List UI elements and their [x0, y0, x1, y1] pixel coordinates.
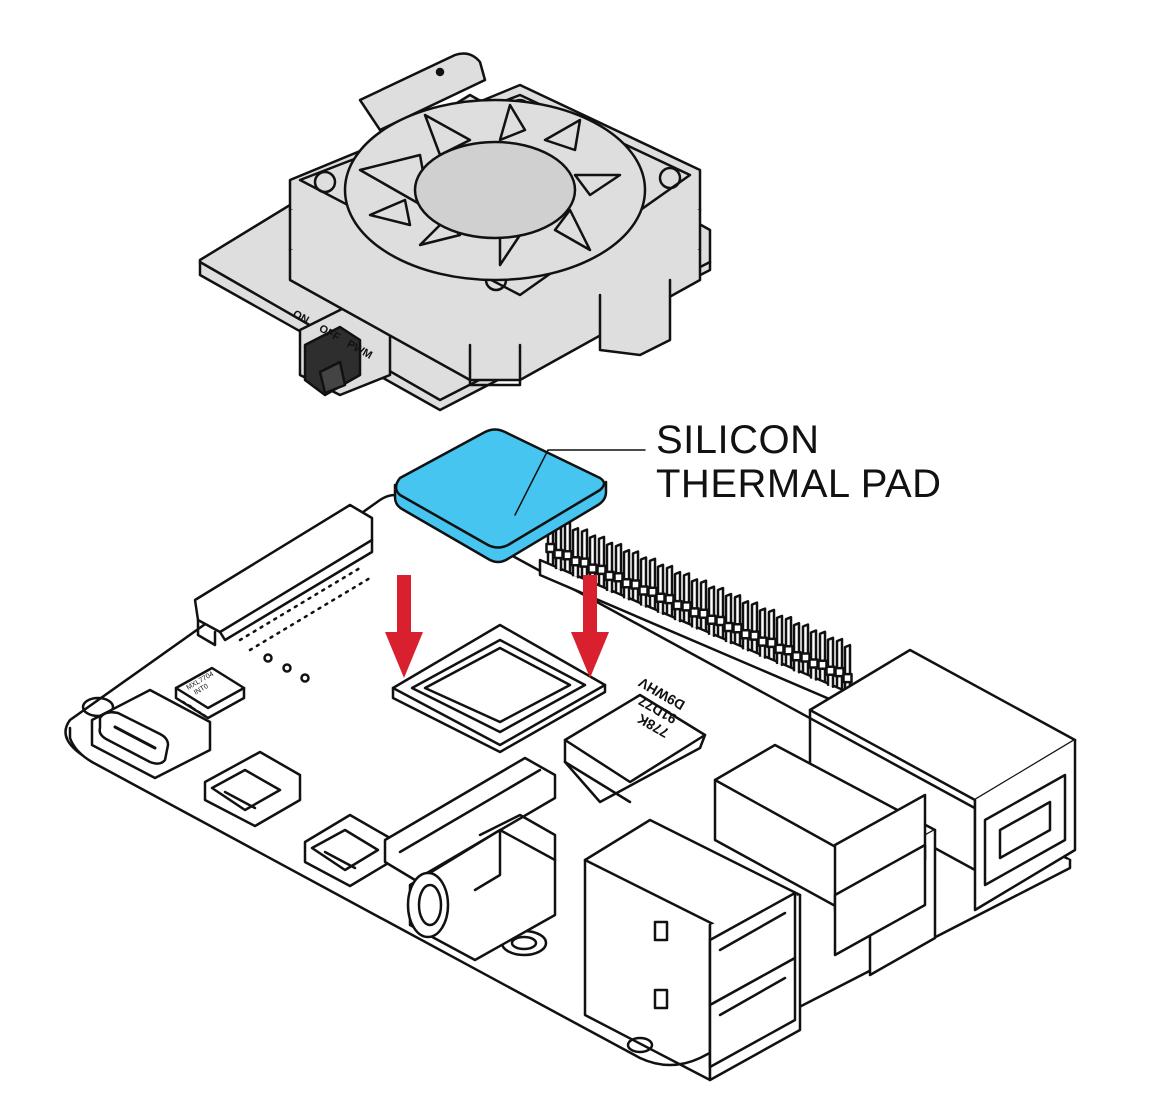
gpio-pin-collar [800, 652, 811, 663]
gpio-pin-collar [791, 650, 802, 662]
gpio-pin-collar [553, 548, 564, 560]
gpio-pin [648, 557, 657, 610]
gpio-pin [665, 564, 674, 617]
gpio-pin-collar [706, 614, 717, 625]
gpio-pin-collar [817, 659, 828, 671]
gpio-pin-collar [545, 542, 556, 554]
gpio-pin-collar [808, 658, 819, 669]
gpio-pin-collar [766, 637, 777, 649]
gpio-pin-collar [638, 585, 649, 596]
micro-hdmi-port [303, 813, 392, 888]
micro-hdmi-port [203, 750, 302, 828]
gpio-pin [818, 630, 827, 683]
gpio-pin-collar [757, 636, 768, 647]
gpio-pin-collar [672, 599, 683, 611]
gpio-pin-collar [774, 643, 785, 655]
gpio-pin-collar [587, 563, 598, 574]
gpio-pin [775, 614, 784, 667]
gpio-pin [622, 548, 631, 601]
gpio-pin-collar [783, 644, 794, 656]
gpio-pin [809, 629, 818, 681]
gpio-pin [580, 528, 589, 580]
soc-chip [391, 623, 607, 754]
down-arrow-icon [385, 575, 423, 678]
cooling-fan [198, 52, 712, 412]
usb-port [583, 818, 802, 1082]
ribbon-connector [383, 756, 557, 882]
gpio-pin [639, 556, 648, 608]
gpio-pin [733, 594, 742, 646]
mounting-hole [626, 1036, 654, 1054]
gpio-pin [716, 586, 725, 639]
gpio-pin-collar [570, 556, 581, 567]
gpio-pin-collar [596, 564, 607, 576]
led [300, 673, 310, 683]
gpio-pin [597, 535, 606, 588]
gpio-pin-collar [842, 672, 853, 684]
gpio-pin [758, 607, 767, 659]
gpio-pin [750, 601, 759, 653]
gpio-pin-collar [562, 550, 573, 561]
gpio-pin-collar [655, 592, 666, 604]
gpio-pin-collar [604, 570, 615, 582]
audio-jack [406, 813, 557, 962]
led [263, 653, 273, 663]
gpio-pin [673, 570, 682, 623]
gpio-pin [571, 527, 580, 579]
gpio-pin-collar [579, 557, 590, 568]
gpio-pin-collar [698, 608, 709, 619]
gpio-pin [801, 623, 810, 675]
gpio-pin [826, 636, 835, 689]
gpio-pin-collar [681, 601, 692, 612]
gpio-pin [690, 578, 699, 630]
gpio-pin [741, 600, 750, 652]
gpio-pin-collar [621, 577, 632, 589]
gpio-pin-collar [613, 571, 624, 583]
gpio-pin-collar [723, 621, 734, 633]
gpio-pin-collar [664, 593, 675, 605]
gpio-pin [724, 592, 733, 645]
gpio-pin-collar [647, 586, 658, 598]
gpio-pin [631, 550, 640, 602]
gpio-pin [699, 579, 708, 631]
gpio-pin-collar [732, 623, 743, 634]
gpio-pin [792, 621, 801, 674]
gpio-pin [784, 615, 793, 668]
gpio-pin-collar [630, 579, 641, 590]
gpio-header [538, 513, 857, 712]
gpio-pin-collar [834, 666, 845, 678]
gpio-pin [835, 637, 844, 690]
gpio-pin-collar [740, 629, 751, 640]
gpio-pin-collar [689, 607, 700, 618]
ram-chip [563, 693, 707, 804]
gpio-pin-collar [715, 615, 726, 627]
usb-c-port [90, 688, 212, 780]
small-ic [174, 666, 246, 720]
gpio-pin [707, 585, 716, 637]
thermal-pad-callout: SILICON THERMAL PAD [656, 418, 942, 506]
down-arrow-icon [571, 575, 609, 678]
ribbon-connector [193, 503, 374, 652]
usb-port [713, 743, 937, 977]
gpio-pin [614, 542, 623, 595]
callout-line-2: THERMAL PAD [656, 462, 942, 506]
callout-line-1: SILICON [656, 418, 820, 462]
gpio-pin [605, 541, 614, 594]
gpio-pin [563, 521, 572, 573]
gpio-pin [656, 563, 665, 616]
led [282, 663, 292, 673]
gpio-pin-collar [749, 630, 760, 641]
gpio-pin [682, 572, 691, 624]
gpio-pin [767, 608, 776, 661]
silicon-thermal-pad [393, 428, 608, 564]
gpio-pin-collar [825, 665, 836, 677]
callout-leader-line [514, 449, 646, 516]
ethernet-port [808, 648, 1077, 912]
